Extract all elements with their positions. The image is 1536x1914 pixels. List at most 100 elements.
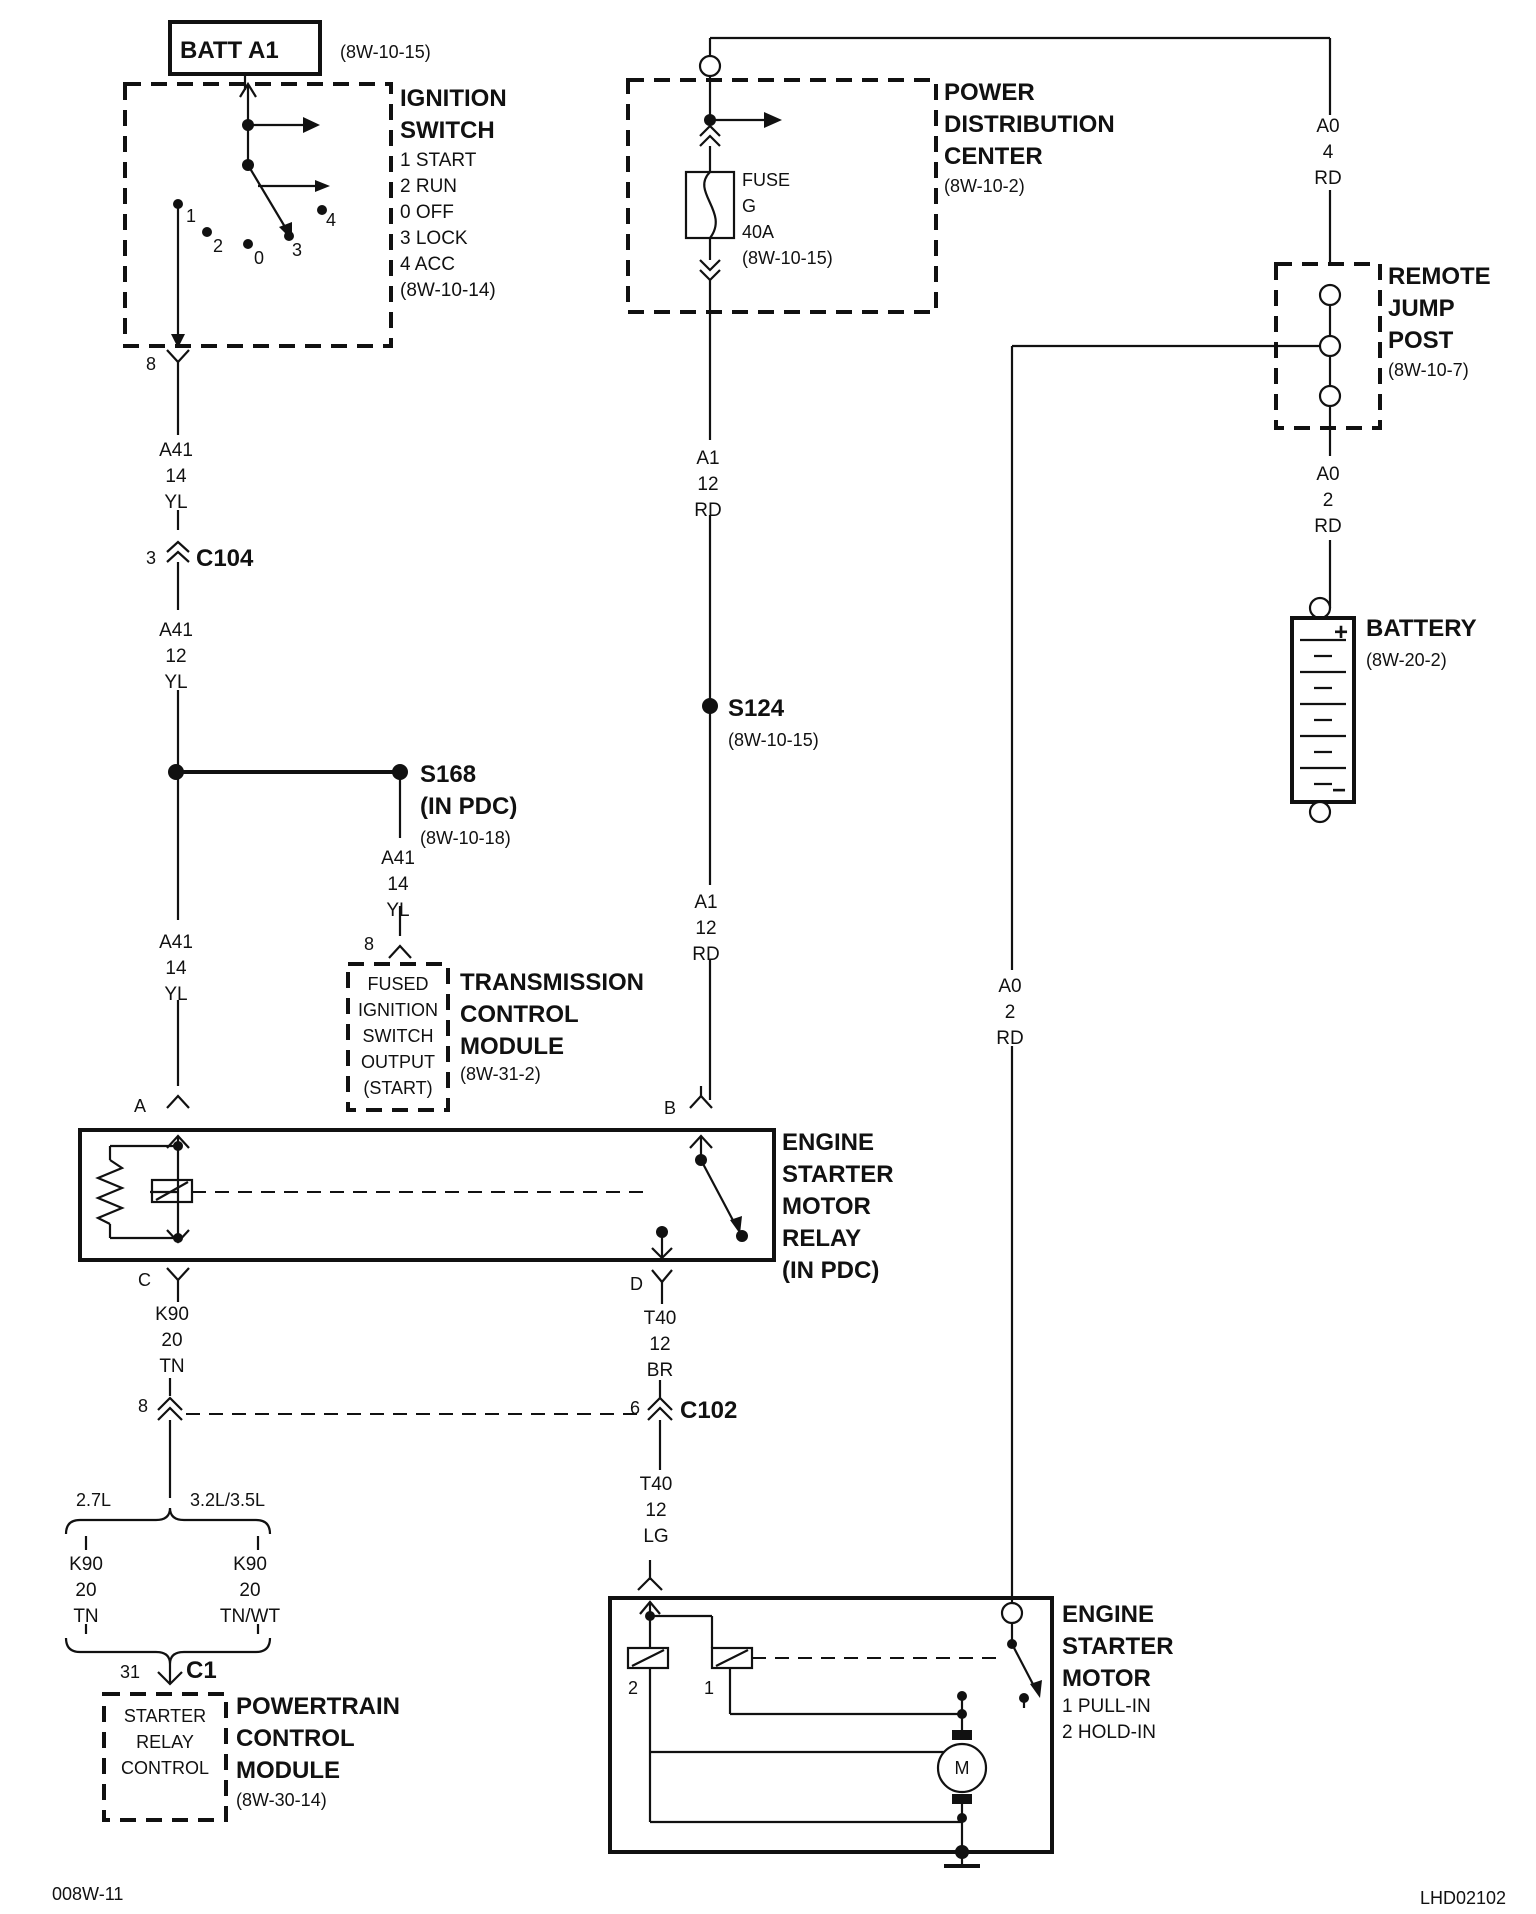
engine-variant-split [64, 1507, 272, 1686]
c104-label: C104 [196, 545, 254, 572]
wire-a0-long-circuit: A0 [998, 976, 1021, 997]
wire-a1-low-gauge: 12 [695, 918, 716, 939]
wire-a41-mid-color: YL [164, 672, 187, 693]
c102-pin-right: 6 [630, 1398, 640, 1418]
pdc-title-3: CENTER [944, 143, 1043, 170]
battery-plus: + [1334, 619, 1348, 646]
starter-motor-internal [626, 1600, 1042, 1868]
wire-a1-top-circuit: A1 [696, 448, 719, 469]
wire-k90-l-circuit: K90 [69, 1554, 103, 1575]
wire-t40-top-color: BR [647, 1360, 673, 1381]
fuse-amp: 40A [742, 222, 774, 242]
c102-connector [157, 1378, 673, 1498]
wire-k90-color: TN [159, 1356, 184, 1377]
wire-a0-batt-color: RD [1314, 516, 1341, 537]
relay-pin-b: B [664, 1098, 676, 1118]
motor-coil-2: 2 [628, 1678, 638, 1698]
ign-pin-8: 8 [146, 354, 156, 374]
wire-a0-top-gauge: 4 [1323, 142, 1334, 163]
wire-k90-r-gauge: 20 [239, 1580, 260, 1601]
tcm-inner-5: (START) [363, 1078, 432, 1098]
motor-title-1: ENGINE [1062, 1601, 1154, 1628]
wire-a1-low-color: RD [692, 944, 719, 965]
ignition-title-1: IGNITION [400, 85, 507, 112]
battery-ref: (8W-20-2) [1366, 650, 1447, 670]
wire-k90-r-circuit: K90 [233, 1554, 267, 1575]
wire-a41-mid-circuit: A41 [159, 620, 193, 641]
pcm-title-2: CONTROL [236, 1725, 355, 1752]
battery-symbol [1290, 596, 1356, 824]
wire-a41-tcm-gauge: 14 [387, 874, 409, 895]
fuse-id: G [742, 196, 756, 216]
jump-post-terminals [1000, 283, 1342, 1625]
pcm-title-3: MODULE [236, 1757, 340, 1784]
ignition-switch-contacts: 1 2 0 3 4 [171, 74, 336, 348]
wire-a41-low-circuit: A41 [159, 932, 193, 953]
s124-ref: (8W-10-15) [728, 730, 819, 750]
ignition-ref: (8W-10-14) [400, 280, 496, 301]
fuse-label: FUSE [742, 170, 790, 190]
wire-a41-low-color: YL [164, 984, 187, 1005]
relay-internal [95, 1134, 748, 1260]
tcm-inner-4: OUTPUT [361, 1052, 435, 1072]
wire-k90-r-color: TN/WT [220, 1606, 281, 1627]
wire-a41-top-circuit: A41 [159, 440, 193, 461]
relay-title-4: RELAY [782, 1225, 861, 1252]
s124-label: S124 [728, 695, 785, 722]
wire-k90-l-gauge: 20 [75, 1580, 96, 1601]
wire-a41-low-gauge: 14 [165, 958, 187, 979]
pos-digit-1: 1 [186, 206, 196, 226]
pdc-title-2: DISTRIBUTION [944, 111, 1115, 138]
ignition-switch-box [123, 82, 393, 348]
relay-title-3: MOTOR [782, 1193, 871, 1220]
pcm-inner-1: STARTER [124, 1706, 206, 1726]
pdc-ref: (8W-10-2) [944, 176, 1025, 196]
wire-a1-low-circuit: A1 [694, 892, 717, 913]
motor-symbol: M [955, 1758, 970, 1778]
wire-a41-tcm-color: YL [386, 900, 409, 921]
wire-a1-top-color: RD [694, 500, 721, 521]
wire-a41-top-gauge: 14 [165, 466, 187, 487]
footer-left: 008W-11 [52, 1884, 123, 1904]
relay-box [78, 1128, 776, 1262]
footer-right: LHD02102 [1420, 1888, 1506, 1908]
pcm-pin: 31 [120, 1662, 140, 1682]
tcm-box [346, 962, 450, 1112]
tcm-pin: 8 [364, 934, 374, 954]
ignition-title-2: SWITCH [400, 117, 495, 144]
pos-digit-3: 3 [292, 240, 302, 260]
relay-pin-d: D [630, 1274, 643, 1294]
tcm-ref: (8W-31-2) [460, 1064, 541, 1084]
batt-a1-label: BATT A1 [180, 37, 279, 64]
s168-label: S168 [420, 761, 476, 788]
tcm-title-2: CONTROL [460, 1001, 579, 1028]
wire-a0-long-gauge: 2 [1005, 1002, 1016, 1023]
tcm-title-3: MODULE [460, 1033, 564, 1060]
batt-a1-ref: (8W-10-15) [340, 42, 431, 62]
relay-bottom-connectors [166, 1267, 673, 1304]
wire-a0-batt-circuit: A0 [1316, 464, 1339, 485]
wire-k90-l-color: TN [73, 1606, 98, 1627]
s168-sub: (IN PDC) [420, 793, 517, 820]
s168-ref: (8W-10-18) [420, 828, 511, 848]
starter-motor-box [608, 1596, 1054, 1854]
fuse-ref: (8W-10-15) [742, 248, 833, 268]
jump-title-2: JUMP [1388, 295, 1455, 322]
motor-title-3: MOTOR [1062, 1665, 1151, 1692]
wire-a41-top-color: YL [164, 492, 187, 513]
wire-k90-circuit: K90 [155, 1304, 189, 1325]
wire-a0-long-color: RD [996, 1028, 1023, 1049]
motor-hold-in: 2 HOLD-IN [1062, 1722, 1156, 1743]
wire-t40-low-circuit: T40 [640, 1474, 673, 1495]
wire-t40-top-gauge: 12 [649, 1334, 670, 1355]
wire-t40-low-gauge: 12 [645, 1500, 666, 1521]
wire-a0-top-color: RD [1314, 168, 1341, 189]
pos-digit-4: 4 [326, 210, 336, 230]
motor-coil-1: 1 [704, 1678, 714, 1698]
pdc-wiring [684, 36, 1332, 1100]
variant-right-label: 3.2L/3.5L [190, 1490, 265, 1510]
ignition-pos-start: 1 START [400, 150, 477, 171]
wire-a1-top-gauge: 12 [697, 474, 718, 495]
tcm-inner-3: SWITCH [363, 1026, 434, 1046]
